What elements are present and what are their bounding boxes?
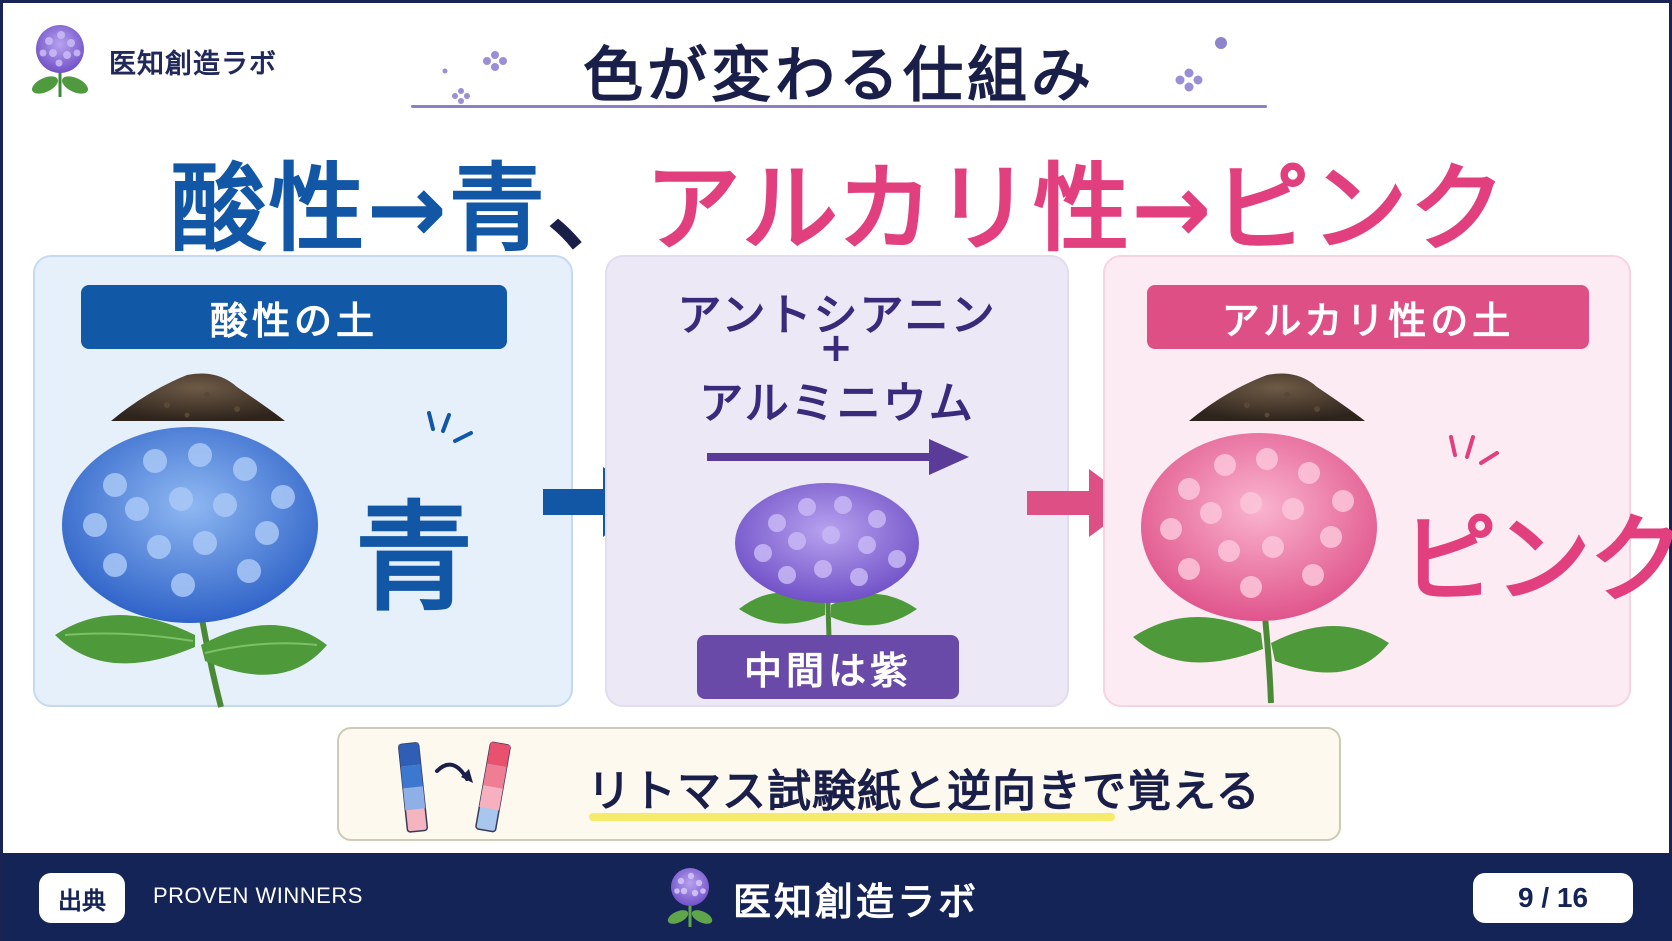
hydrangea-icon bbox=[735, 483, 919, 638]
source-label: 出典 bbox=[39, 873, 125, 923]
soil-pile-icon bbox=[1189, 373, 1365, 421]
blue-word: 青 bbox=[355, 489, 474, 627]
footer: 出典 PROVEN WINNERS 医知創造ラボ 9 / 16 bbox=[3, 853, 1672, 941]
litmus-paper-icon bbox=[398, 741, 511, 833]
hydrangea-logo-icon bbox=[31, 25, 89, 97]
plus-sign: + bbox=[819, 325, 855, 371]
headline-alkali: アルカリ性 bbox=[644, 153, 1132, 265]
headline: 酸性→青、アルカリ性→ピンク bbox=[3, 131, 1672, 270]
arrow-right-icon bbox=[707, 439, 969, 475]
sparkle-icon bbox=[1175, 37, 1227, 92]
footer-brand-name: 医知創造ラボ bbox=[733, 879, 980, 924]
acid-soil-label: 酸性の土 bbox=[81, 285, 507, 349]
soil-pile-icon bbox=[111, 373, 285, 421]
emphasis-lines-icon bbox=[1449, 435, 1499, 465]
hydrangea-icon bbox=[1133, 433, 1389, 704]
brand-name: 医知創造ラボ bbox=[109, 48, 277, 80]
hydrangea-icon bbox=[55, 427, 327, 708]
purple-label: 中間は紫 bbox=[697, 635, 959, 699]
mechanism-panel: アントシアニン + アルミニウム 中間は紫 bbox=[605, 255, 1069, 707]
tip-highlight bbox=[589, 813, 1115, 821]
source-text: PROVEN WINNERS bbox=[153, 883, 363, 908]
sparkle-icon bbox=[442, 51, 507, 104]
headline-comma: 、 bbox=[546, 153, 645, 265]
headline-arrow: → bbox=[366, 153, 449, 265]
headline-acid: 酸性 bbox=[170, 153, 367, 265]
alkaline-soil-label: アルカリ性の土 bbox=[1147, 285, 1589, 349]
emphasis-lines-icon bbox=[427, 411, 473, 443]
header-brand: 医知創造ラボ bbox=[25, 23, 277, 99]
aluminum-text: アルミニウム bbox=[699, 378, 975, 429]
acid-soil-panel: 酸性の土 青 bbox=[33, 255, 573, 708]
title-underline bbox=[411, 105, 1267, 108]
title-area: 色が変わる仕組み bbox=[411, 23, 1267, 111]
headline-arrow: → bbox=[1131, 153, 1214, 265]
pink-word: ピンク bbox=[1401, 504, 1672, 616]
tip-text: リトマス試験紙と逆向きで覚える bbox=[587, 766, 1261, 817]
footer-brand: 医知創造ラボ bbox=[663, 867, 979, 929]
headline-pink: ピンク bbox=[1213, 153, 1508, 265]
memory-tip-box: リトマス試験紙と逆向きで覚える bbox=[337, 727, 1341, 841]
page-indicator: 9 / 16 bbox=[1473, 873, 1633, 923]
alkaline-soil-panel: アルカリ性の土 ピンク bbox=[1103, 255, 1672, 707]
page-title: 色が変わる仕組み bbox=[583, 41, 1095, 111]
headline-blue: 青 bbox=[448, 153, 547, 265]
hydrangea-logo-icon bbox=[667, 868, 713, 927]
anthocyanin-text: アントシアニン bbox=[677, 290, 997, 341]
